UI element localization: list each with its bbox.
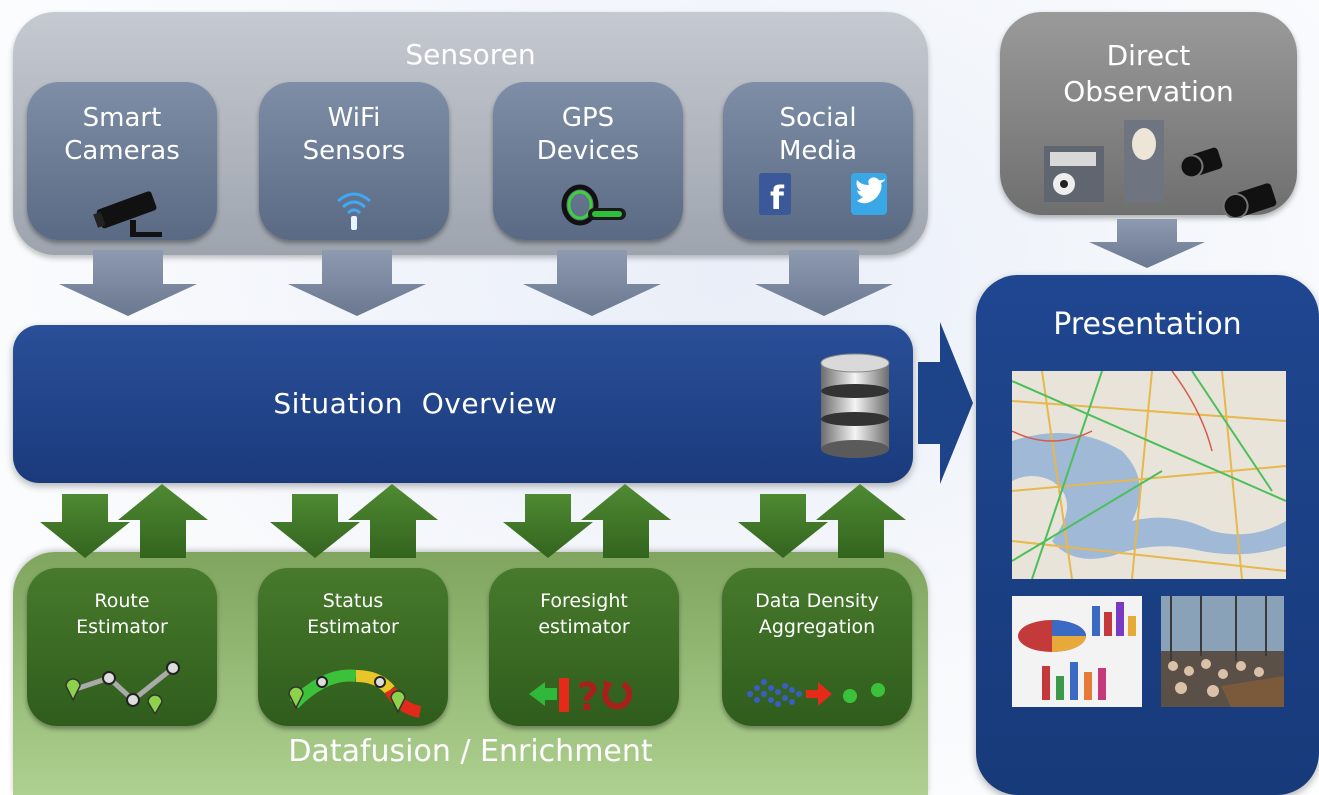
- presentation-title: Presentation: [1053, 307, 1242, 342]
- sensor-social-media: Social Media f: [723, 82, 913, 240]
- estimator-arrows: [40, 484, 906, 558]
- aggregation-icon: [747, 679, 885, 707]
- gps-device-icon: [561, 184, 626, 226]
- direct-observation-box: Direct Observation: [1000, 12, 1297, 218]
- datafusion-title: Datafusion / Enrichment: [288, 734, 653, 769]
- down-arrow-icon: [755, 250, 893, 316]
- estimator-label-line2: estimator: [538, 616, 630, 638]
- route-icon: [65, 661, 180, 714]
- svg-text:f: f: [770, 179, 785, 217]
- datafusion-group: Route Estimator Status Estimator Foresig…: [13, 552, 928, 795]
- estimator-label-line2: Aggregation: [758, 616, 876, 638]
- up-arrow-icon: [118, 484, 208, 558]
- down-arrow-icon: [523, 250, 661, 316]
- sensor-label-line2: Cameras: [64, 136, 180, 166]
- crowd-photo-image: [1161, 596, 1284, 707]
- route-estimator-box: Route Estimator: [27, 568, 217, 726]
- sensor-label-line1: WiFi: [327, 103, 381, 133]
- down-arrow-icon: [59, 250, 197, 316]
- down-arrow-icon: [288, 250, 426, 316]
- status-gauge-icon: [288, 669, 422, 718]
- wifi-icon: [337, 192, 371, 230]
- sensoren-group: Sensoren Smart Cameras WiFi Sensors GPS …: [13, 12, 928, 255]
- svg-text:?: ?: [577, 675, 599, 714]
- foresight-estimator-box: Foresight estimator ?: [489, 568, 679, 726]
- sensor-arrows: [59, 219, 1205, 316]
- situation-overview-box: Situation Overview: [13, 325, 913, 483]
- up-arrow-icon: [816, 484, 906, 558]
- sensor-gps: GPS Devices: [493, 82, 683, 240]
- estimator-label-line1: Foresight: [540, 590, 628, 612]
- sensor-label-line1: Social: [779, 103, 857, 133]
- direct-observation-line1: Direct: [1106, 39, 1191, 72]
- charts-image: [1012, 596, 1142, 707]
- sensor-label-line2: Sensors: [302, 136, 406, 166]
- estimator-label-line1: Data Density: [755, 590, 879, 612]
- situation-overview-label: Situation Overview: [273, 387, 558, 420]
- sensor-label-line2: Devices: [536, 136, 640, 166]
- down-arrow-icon: [738, 494, 828, 558]
- data-density-aggregation-box: Data Density Aggregation: [722, 568, 912, 726]
- up-arrow-icon: [581, 484, 671, 558]
- estimator-label-line2: Estimator: [307, 616, 399, 638]
- sensor-label-line1: GPS: [561, 103, 615, 133]
- direct-observation-line2: Observation: [1063, 75, 1234, 108]
- foresight-icon: ?: [529, 675, 633, 714]
- estimator-label-line1: Route: [94, 590, 150, 612]
- database-icon: [820, 353, 890, 458]
- observation-photos-icon: [1044, 120, 1277, 218]
- sensor-wifi: WiFi Sensors: [259, 82, 449, 240]
- down-arrow-icon: [503, 494, 593, 558]
- sensor-smart-cameras: Smart Cameras: [27, 82, 217, 240]
- status-estimator-box: Status Estimator: [258, 568, 448, 726]
- down-arrow-icon: [1089, 219, 1205, 268]
- down-arrow-icon: [40, 494, 130, 558]
- cctv-camera-icon: [93, 191, 162, 237]
- facebook-twitter-icon: f: [759, 173, 887, 217]
- sensor-label-line2: Media: [778, 136, 858, 166]
- estimator-label-line2: Estimator: [76, 616, 168, 638]
- city-map-image: [1012, 371, 1286, 579]
- right-arrow-icon: [918, 322, 973, 484]
- sensor-label-line1: Smart: [82, 103, 162, 133]
- sensoren-title: Sensoren: [405, 38, 536, 71]
- estimator-label-line1: Status: [322, 590, 384, 612]
- down-arrow-icon: [270, 494, 360, 558]
- up-arrow-icon: [348, 484, 438, 558]
- presentation-box: Presentation: [976, 275, 1319, 795]
